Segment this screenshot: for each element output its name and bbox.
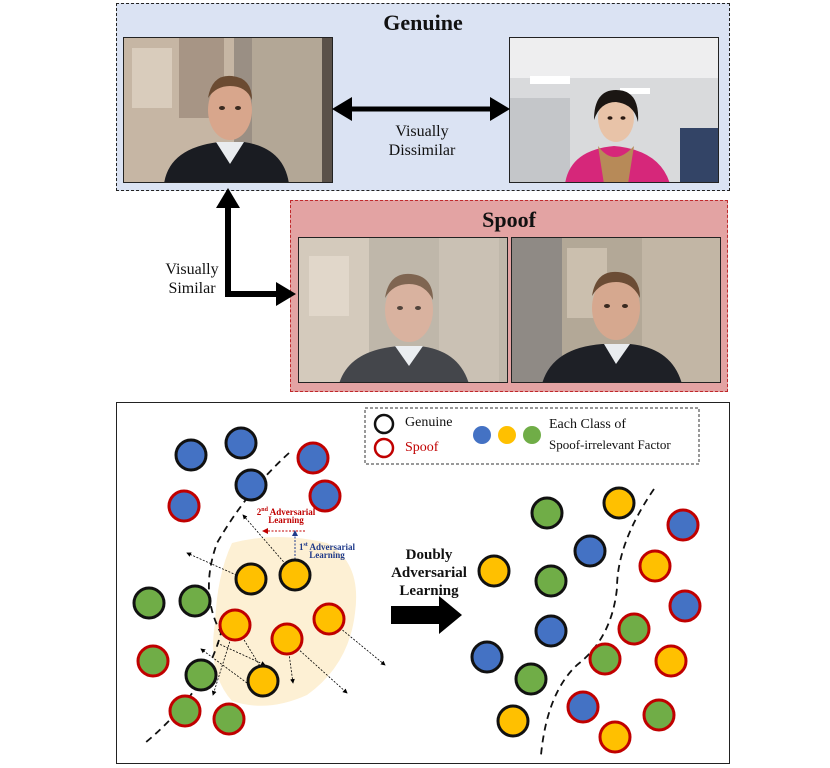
spoof-sample-32 — [654, 644, 688, 678]
genuine-sample-13 — [178, 584, 212, 618]
genuine-sample-12 — [132, 586, 166, 620]
feature-space-box: Genuine Spoof Each Class of Spoof-irrele… — [116, 402, 730, 764]
legend-factor-line2: Spoof-irrelevant Factor — [549, 437, 671, 452]
spoof-sample-33 — [566, 690, 600, 724]
dissimilar-label-line1: Visually — [395, 123, 449, 140]
legend-genuine-label: Genuine — [405, 415, 453, 430]
legend-genuine-marker — [373, 413, 395, 435]
spoof-sample-31 — [588, 642, 622, 676]
genuine-sample-3 — [234, 468, 268, 502]
genuine-sample-11 — [246, 664, 280, 698]
doubly-label-1: Doubly — [405, 547, 453, 563]
first-adv-label-1: 1st Adversarial — [298, 542, 356, 552]
genuine-sample-18 — [530, 496, 564, 530]
spoof-sample-27 — [666, 508, 700, 542]
genuine-title: Genuine — [383, 10, 463, 35]
spoof-sample-5 — [167, 489, 201, 523]
spoof-sample-28 — [638, 549, 672, 583]
genuine-sample-23 — [534, 614, 568, 648]
spoof-sample-2 — [296, 441, 330, 475]
spoof-sample-16 — [168, 694, 202, 728]
genuine-girl-photo — [509, 37, 719, 183]
first-adv-label-2: Learning — [309, 550, 345, 560]
genuine-sample-7 — [278, 558, 312, 592]
second-adv-label-2: Learning — [268, 515, 304, 525]
spoof-sample-8 — [218, 608, 252, 642]
legend-green-marker — [523, 426, 541, 444]
dissimilar-label-line2: Dissimilar — [388, 142, 456, 159]
legend-spoof-label: Spoof — [405, 440, 439, 455]
spoof-sample-9 — [270, 622, 304, 656]
legend-yellow-marker — [498, 426, 516, 444]
circles-layer — [132, 426, 702, 754]
genuine-sample-24 — [470, 640, 504, 674]
genuine-sample-22 — [534, 564, 568, 598]
genuine-man-photo — [123, 37, 333, 183]
doubly-label-2: Adversarial — [391, 565, 467, 581]
genuine-sample-6 — [234, 562, 268, 596]
spoof-photo-1 — [298, 237, 508, 383]
genuine-sample-25 — [514, 662, 548, 696]
similar-label-line2: Similar — [168, 280, 216, 297]
spoof-sample-14 — [136, 644, 170, 678]
legend-blue-marker — [473, 426, 491, 444]
spoof-sample-17 — [212, 702, 246, 736]
genuine-sample-21 — [477, 554, 511, 588]
spoof-sample-34 — [642, 698, 676, 732]
legend-factor-line1: Each Class of — [549, 417, 626, 432]
spoof-title: Spoof — [482, 207, 536, 232]
spoof-sample-30 — [617, 612, 651, 646]
genuine-sample-15 — [184, 658, 218, 692]
doubly-label-3: Learning — [399, 583, 459, 599]
genuine-sample-26 — [496, 704, 530, 738]
genuine-sample-20 — [602, 486, 636, 520]
legend-spoof-marker — [373, 437, 395, 459]
spoof-sample-29 — [668, 589, 702, 623]
spoof-sample-35 — [598, 720, 632, 754]
genuine-sample-19 — [573, 534, 607, 568]
second-adv-label-1: 2nd Adversarial — [256, 507, 316, 517]
spoof-sample-10 — [312, 602, 346, 636]
similar-label-line1: Visually — [165, 261, 219, 278]
similar-arrow — [216, 188, 296, 306]
spoof-photo-2 — [511, 237, 721, 383]
genuine-sample-1 — [224, 426, 258, 460]
genuine-sample-0 — [174, 438, 208, 472]
right-boundary — [540, 488, 655, 756]
doubly-arrow — [391, 596, 462, 634]
double-arrow — [332, 97, 510, 121]
spoof-sample-4 — [308, 479, 342, 513]
